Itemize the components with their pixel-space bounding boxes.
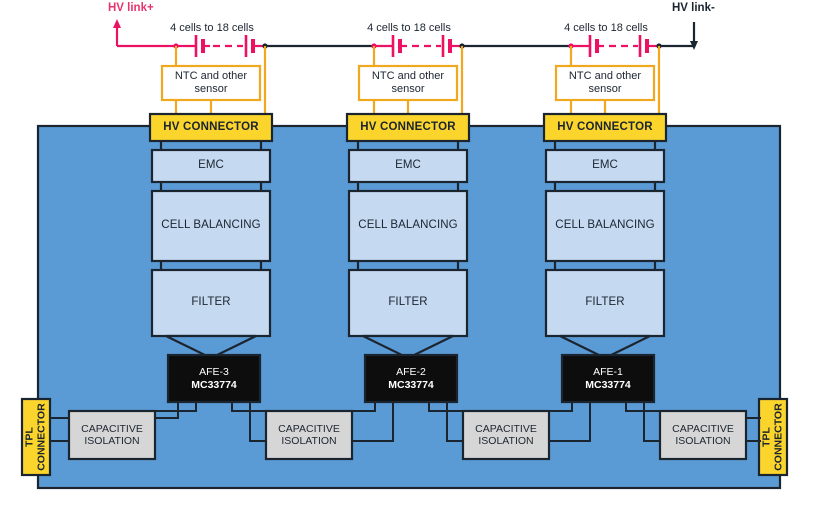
afe-3-pin-right-b (643, 402, 662, 442)
cell-balancing-block-2 (347, 189, 469, 263)
afe-3-pin-right-a (625, 402, 662, 412)
afe-block-2 (363, 353, 459, 404)
hv-link-positive-arrow (113, 19, 121, 28)
capacitive-isolation-4 (658, 409, 748, 461)
afe-2-pin-right-a (428, 402, 465, 412)
tpl-connector-left (20, 397, 52, 477)
afe-block-3 (560, 353, 656, 404)
hv-link-negative-arrow (690, 41, 698, 50)
hv-connector-2 (345, 112, 471, 143)
filter-block-2 (347, 268, 469, 338)
capacitive-isolation-2 (264, 409, 354, 461)
afe-3-pin-left-b (536, 402, 591, 442)
cell-string-1 (173, 35, 265, 57)
hv-connector-3 (542, 112, 668, 143)
filter-to-afe-funnel-2 (362, 334, 454, 360)
filter-block-1 (150, 268, 272, 338)
ntc-sensor-box-1 (160, 64, 262, 102)
afe-2-pin-right-b (446, 402, 465, 442)
afe-block-1 (166, 353, 262, 404)
emc-block-1 (150, 148, 272, 184)
ntc-sensor-box-3 (554, 64, 656, 102)
tpl-connector-right (757, 397, 789, 477)
cell-balancing-block-1 (150, 189, 272, 263)
capacitive-isolation-1 (67, 409, 157, 461)
filter-to-afe-funnel-3 (559, 334, 651, 360)
cell-balancing-block-3 (544, 189, 666, 263)
cell-string-2 (371, 35, 462, 57)
afe-2-pin-left-b (339, 402, 394, 442)
afe-1-pin-right-b (249, 402, 268, 442)
hv-connector-1 (148, 112, 274, 143)
filter-block-3 (544, 268, 666, 338)
ntc-sensor-box-2 (357, 64, 459, 102)
emc-block-3 (544, 148, 666, 184)
capacitive-isolation-3 (461, 409, 551, 461)
filter-to-afe-funnel-1 (165, 334, 257, 360)
afe-1-pin-right-a (231, 402, 268, 412)
cell-string-3 (568, 35, 659, 57)
emc-block-2 (347, 148, 469, 184)
